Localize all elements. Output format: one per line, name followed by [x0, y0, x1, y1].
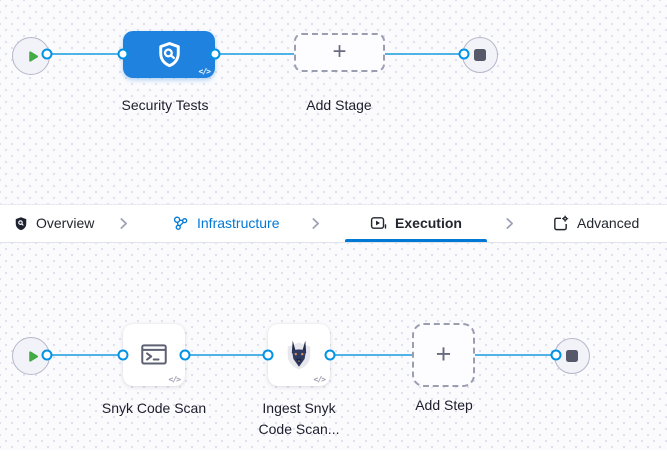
bottom-strip	[0, 450, 667, 458]
execution-steps-canvas: </> </> + Snyk Code Scan Ing	[0, 243, 667, 450]
port-step1-in[interactable]	[117, 349, 129, 361]
add-step-button[interactable]: +	[412, 323, 475, 387]
tab-advanced[interactable]: Advanced	[552, 205, 639, 241]
chevron-right-icon	[503, 217, 516, 235]
port-stage-in[interactable]	[117, 48, 129, 60]
stage-node-security-tests[interactable]: </>	[123, 31, 215, 78]
template-code-badge: </>	[313, 375, 326, 384]
port-step2-in[interactable]	[262, 349, 274, 361]
stop-icon	[474, 48, 486, 61]
step-label: Ingest Snyk Code Scan...	[258, 400, 340, 437]
play-icon	[25, 349, 40, 364]
port-start-out[interactable]	[41, 349, 53, 361]
stop-icon	[566, 350, 578, 362]
plus-icon: +	[332, 37, 347, 65]
play-icon	[25, 49, 40, 64]
advanced-icon	[552, 214, 569, 232]
port-step2-out[interactable]	[324, 349, 336, 361]
execution-icon	[370, 215, 387, 232]
infrastructure-icon	[172, 215, 189, 232]
stage-config-tab-bar: Overview Infrastructure E	[0, 204, 667, 243]
plus-icon: +	[435, 338, 452, 369]
tab-execution[interactable]: Execution	[345, 205, 487, 241]
tab-infrastructure[interactable]: Infrastructure	[172, 205, 279, 241]
shield-search-icon	[156, 41, 183, 68]
chevron-right-icon	[117, 217, 130, 235]
stage-pipeline-edge	[30, 52, 470, 56]
terminal-icon	[138, 339, 170, 371]
stage-pipeline-canvas: </> + Security Tests Add Stage	[0, 0, 667, 204]
stage-label: Security Tests	[121, 97, 209, 113]
shield-icon	[14, 216, 28, 231]
step-node-snyk-code-scan[interactable]: </>	[123, 324, 185, 386]
tab-label: Overview	[36, 215, 95, 231]
template-code-badge: </>	[168, 375, 181, 384]
step-label: Snyk Code Scan	[101, 400, 207, 416]
chevron-right-icon	[309, 217, 322, 235]
port-end-in[interactable]	[458, 48, 470, 59]
step-node-ingest-snyk[interactable]: </>	[268, 324, 330, 386]
selected-tab-underline	[345, 239, 487, 242]
template-code-badge: </>	[198, 67, 211, 76]
port-end-in[interactable]	[550, 349, 562, 361]
port-stage-out[interactable]	[209, 48, 221, 60]
tab-label: Advanced	[577, 215, 640, 231]
pipeline-end-node	[462, 36, 498, 73]
add-stage-button[interactable]: +	[294, 33, 385, 72]
add-stage-label: Add Stage	[306, 97, 372, 113]
tab-label: Infrastructure	[197, 215, 280, 231]
add-step-label: Add Step	[415, 397, 473, 413]
snyk-dog-icon	[281, 337, 317, 373]
tab-overview[interactable]: Overview	[14, 205, 94, 241]
port-start-out[interactable]	[41, 48, 53, 60]
tab-label: Execution	[395, 215, 462, 231]
port-step1-out[interactable]	[179, 349, 191, 361]
